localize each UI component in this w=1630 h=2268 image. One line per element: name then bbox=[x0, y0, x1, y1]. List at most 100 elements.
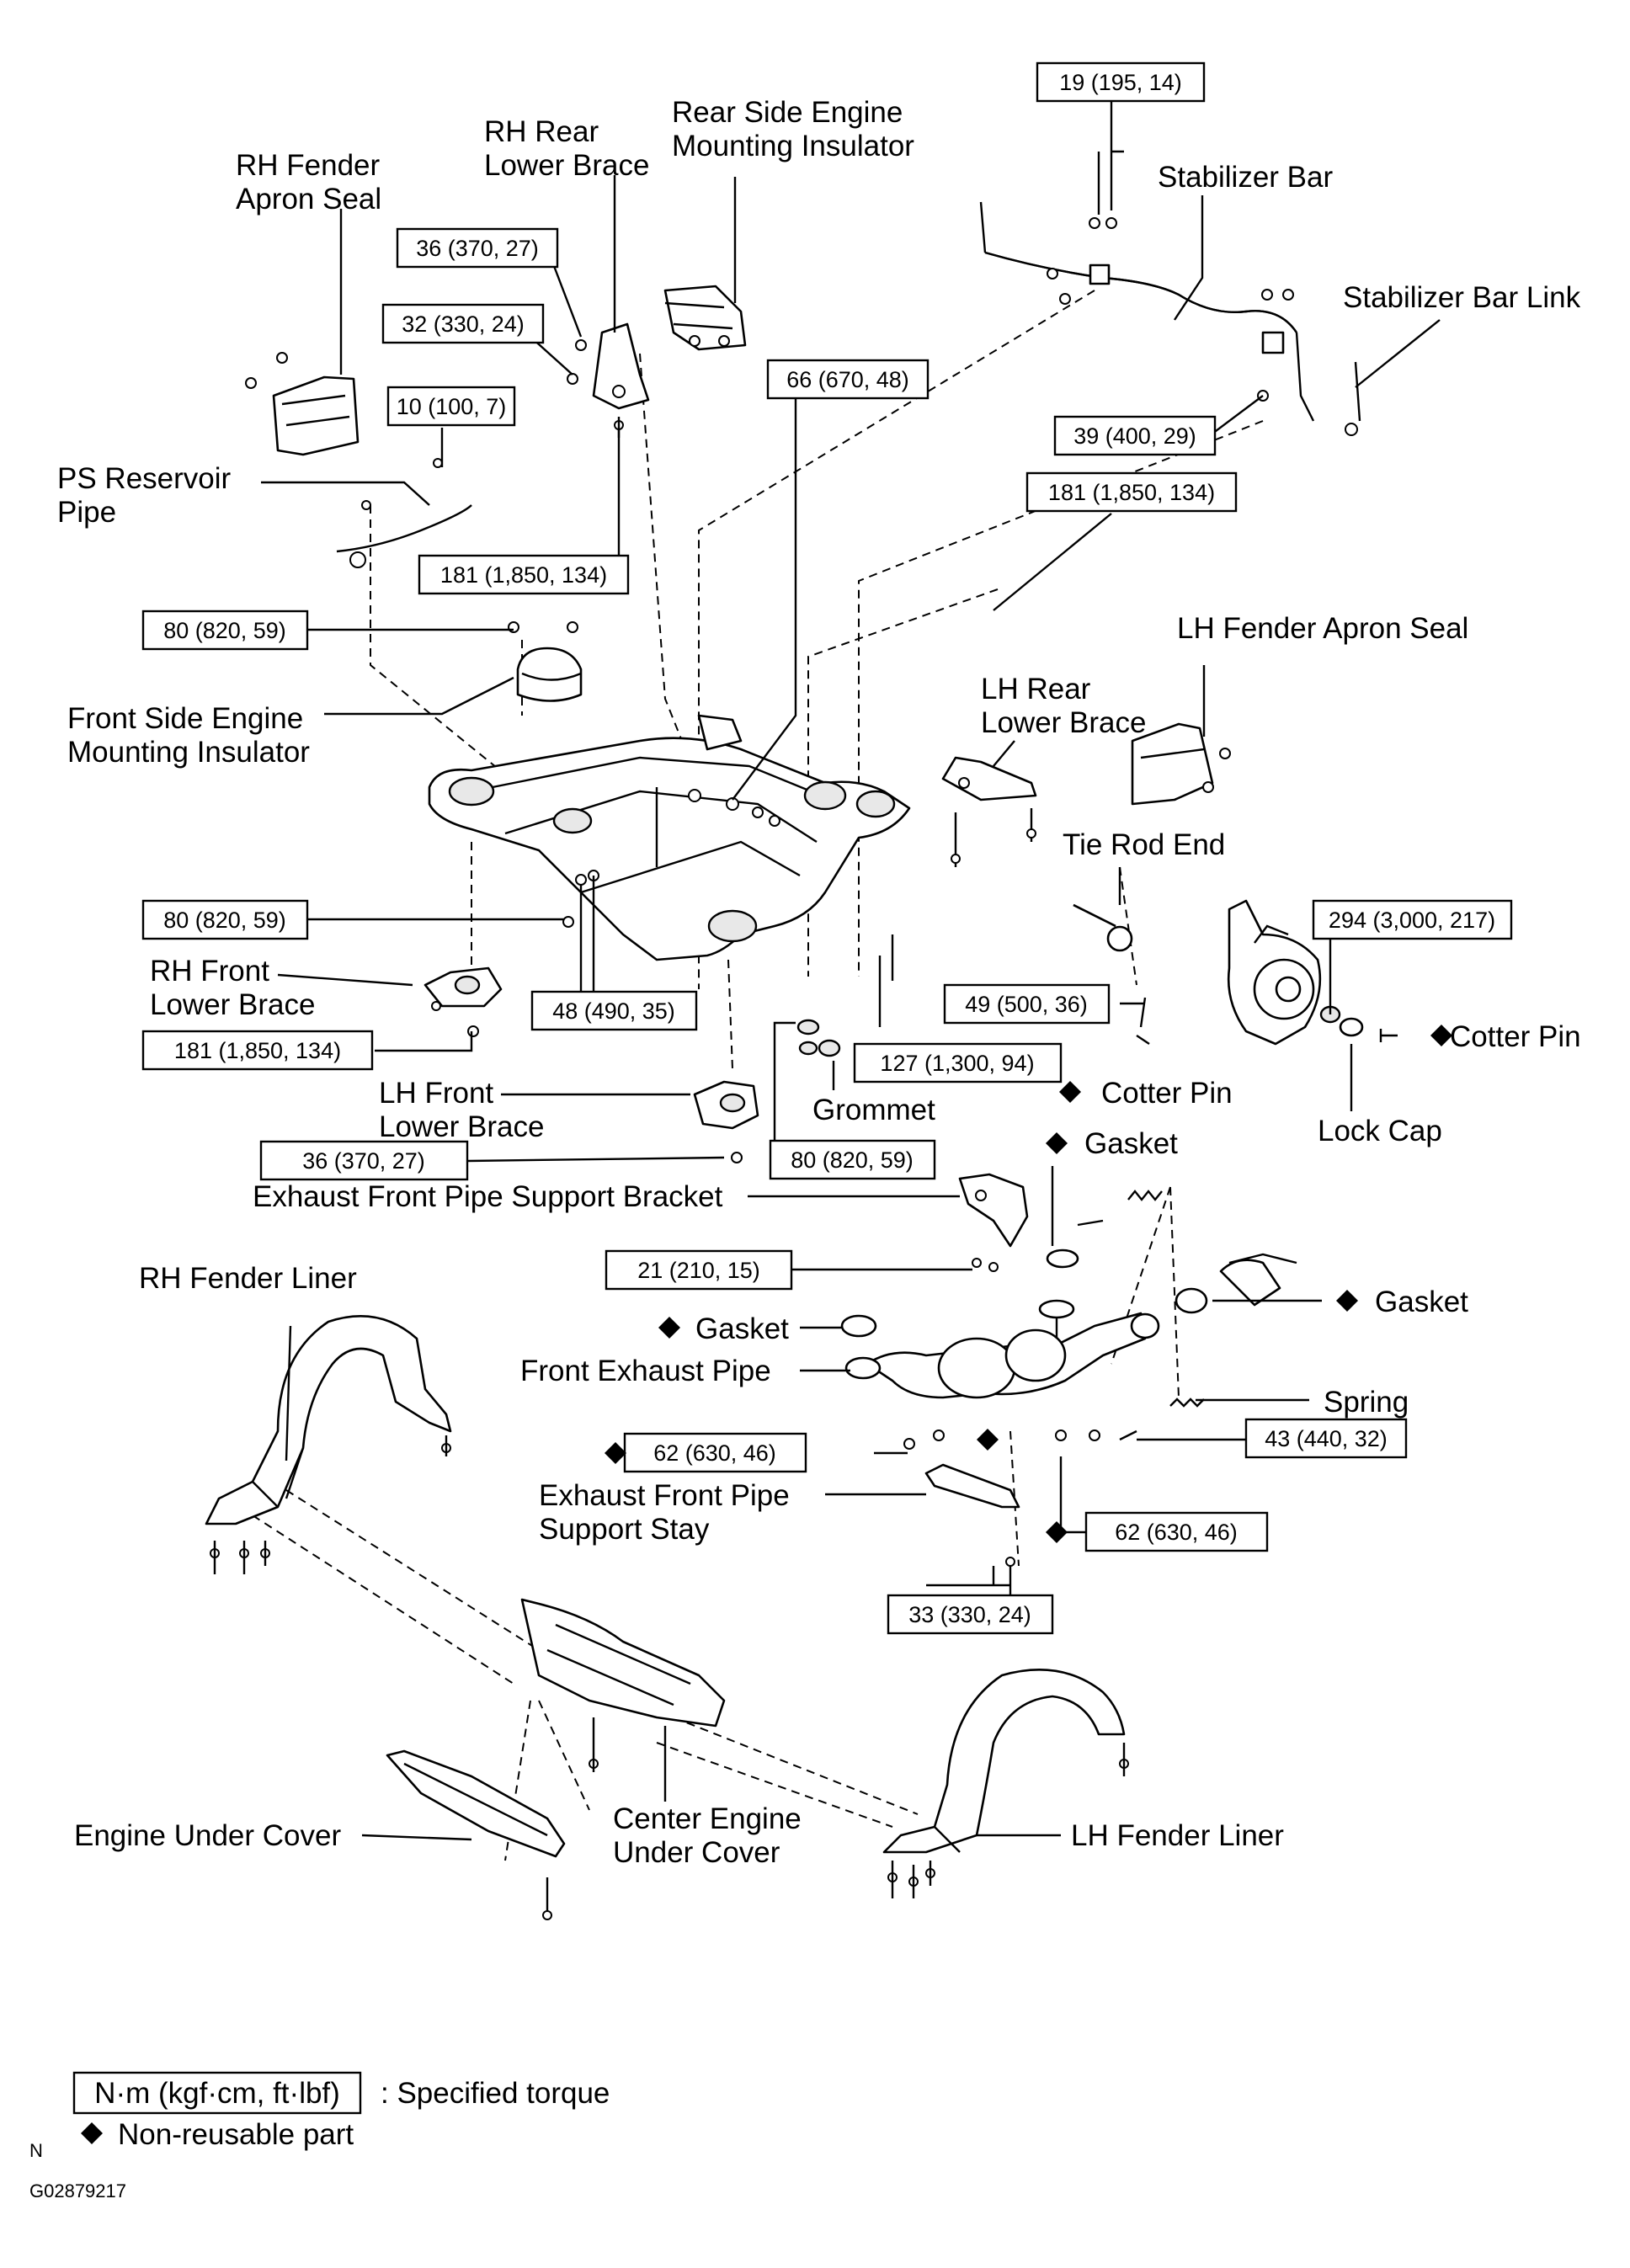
nonreusable-markers bbox=[81, 1025, 1452, 2144]
front-engine-mount-part bbox=[508, 621, 583, 702]
torque-box: 19 (195, 14) bbox=[1036, 61, 1206, 103]
assembly-guide-lines bbox=[252, 290, 1264, 1861]
exhaust-bracket-part bbox=[958, 1173, 1029, 1272]
torque-box: 80 (820, 59) bbox=[141, 899, 309, 940]
svg-text:32 (330, 24): 32 (330, 24) bbox=[402, 311, 525, 337]
torque-box: 181 (1,850, 134) bbox=[1025, 471, 1238, 513]
diamond-icon bbox=[81, 2122, 103, 2144]
spring-bolts-part bbox=[1055, 1190, 1205, 1441]
diamond-icon bbox=[1430, 1025, 1452, 1046]
svg-text:294 (3,000, 217): 294 (3,000, 217) bbox=[1329, 908, 1495, 933]
svg-text:62 (630, 46): 62 (630, 46) bbox=[1115, 1520, 1238, 1545]
torque-box: 127 (1,300, 94) bbox=[853, 1042, 1063, 1083]
svg-text:Apron Seal: Apron Seal bbox=[236, 183, 381, 216]
support-stay-part bbox=[903, 1429, 1020, 1567]
rear-engine-mount-part bbox=[663, 285, 747, 351]
svg-text:181 (1,850, 134): 181 (1,850, 134) bbox=[174, 1038, 341, 1063]
torque-box: 33 (330, 24) bbox=[887, 1594, 1054, 1635]
exhaust-gaskets-part bbox=[840, 1248, 1297, 1338]
legend-torque-unit: N·m (kgf·cm, ft·lbf) bbox=[94, 2077, 340, 2110]
label-grommet: Grommet bbox=[812, 1094, 935, 1126]
rh-front-lower-brace-part bbox=[423, 966, 503, 1037]
stabilizer-bar-part bbox=[979, 201, 1315, 422]
label-front-exhaust-pipe: Front Exhaust Pipe bbox=[520, 1355, 771, 1387]
svg-text:49 (500, 36): 49 (500, 36) bbox=[965, 992, 1088, 1017]
rh-rear-lower-brace-part bbox=[567, 322, 650, 438]
torque-box: 21 (210, 15) bbox=[605, 1249, 793, 1291]
torque-box: 36 (370, 27) bbox=[259, 1140, 469, 1181]
diamond-icon bbox=[977, 1429, 999, 1451]
svg-text:21 (210, 15): 21 (210, 15) bbox=[637, 1258, 760, 1283]
torque-box: 43 (440, 32) bbox=[1244, 1418, 1408, 1459]
torque-box: 36 (370, 27) bbox=[396, 227, 559, 269]
legend-torque-desc: : Specified torque bbox=[381, 2077, 610, 2110]
label-lock-cap: Lock Cap bbox=[1318, 1115, 1442, 1147]
label-rh-fender-liner: RH Fender Liner bbox=[139, 1262, 357, 1295]
torque-box: 39 (400, 29) bbox=[1053, 415, 1217, 456]
svg-text:43 (440, 32): 43 (440, 32) bbox=[1265, 1426, 1388, 1451]
ps-reservoir-pipe-part bbox=[336, 458, 472, 568]
svg-text:Lower Brace: Lower Brace bbox=[981, 706, 1146, 739]
torque-box: 294 (3,000, 217) bbox=[1312, 899, 1513, 940]
torque-box: 80 (820, 59) bbox=[141, 610, 309, 651]
svg-text:33 (330, 24): 33 (330, 24) bbox=[908, 1602, 1031, 1627]
svg-text:Lower Brace: Lower Brace bbox=[379, 1110, 544, 1143]
torque-box: 62 (630, 46) bbox=[623, 1432, 807, 1473]
svg-text:Mounting Insulator: Mounting Insulator bbox=[672, 130, 914, 162]
svg-text:36 (370, 27): 36 (370, 27) bbox=[302, 1148, 425, 1174]
label-front-engine-mount: Front Side Engine bbox=[67, 702, 303, 735]
label-stabilizer-bar: Stabilizer Bar bbox=[1158, 161, 1333, 194]
label-rh-front-lower-brace: RH Front bbox=[150, 955, 269, 988]
label-ps-reservoir-pipe: PS Reservoir bbox=[57, 462, 232, 495]
lh-fender-apron-seal-part bbox=[1131, 722, 1231, 806]
label-lh-fender-liner: LH Fender Liner bbox=[1071, 1819, 1284, 1852]
legend-nonreusable-desc: Non-reusable part bbox=[118, 2118, 354, 2151]
svg-text:Pipe: Pipe bbox=[57, 496, 116, 529]
svg-text:Under Cover: Under Cover bbox=[613, 1836, 780, 1869]
svg-text:127 (1,300, 94): 127 (1,300, 94) bbox=[880, 1051, 1034, 1076]
diamond-icon bbox=[658, 1317, 680, 1339]
diamond-icon bbox=[1046, 1521, 1068, 1543]
part-labels: RH Fender Apron Seal RH Rear Lower Brace… bbox=[57, 96, 1581, 1869]
lock-cap-part bbox=[1319, 1005, 1398, 1042]
tie-rod-end-part bbox=[1073, 903, 1150, 1045]
rh-fender-apron-seal-part bbox=[245, 352, 360, 456]
grommet-part bbox=[796, 1019, 841, 1057]
svg-text:39 (400, 29): 39 (400, 29) bbox=[1073, 423, 1196, 449]
torque-box: 10 (100, 7) bbox=[386, 386, 516, 427]
label-gasket-top: Gasket bbox=[1084, 1127, 1178, 1160]
label-engine-under-cover: Engine Under Cover bbox=[74, 1819, 341, 1852]
legend: N·m (kgf·cm, ft·lbf) : Specified torque … bbox=[29, 2071, 610, 2201]
label-spring: Spring bbox=[1324, 1386, 1409, 1419]
torque-box: 80 (820, 59) bbox=[769, 1139, 936, 1180]
corner-letter: N bbox=[29, 2140, 43, 2161]
label-cotter-pin-center: Cotter Pin bbox=[1101, 1077, 1233, 1110]
svg-text:Mounting Insulator: Mounting Insulator bbox=[67, 736, 310, 769]
label-center-under-cover: Center Engine bbox=[613, 1802, 802, 1835]
torque-box: 62 (630, 46) bbox=[1084, 1511, 1269, 1552]
svg-text:Support Stay: Support Stay bbox=[539, 1513, 710, 1546]
engine-under-cover-part bbox=[386, 1749, 566, 1920]
svg-text:36 (370, 27): 36 (370, 27) bbox=[416, 236, 539, 261]
torque-box: 181 (1,850, 134) bbox=[141, 1030, 374, 1071]
svg-text:10 (100, 7): 10 (100, 7) bbox=[397, 394, 507, 419]
svg-text:19 (195, 14): 19 (195, 14) bbox=[1059, 70, 1182, 95]
center-engine-under-cover-part bbox=[520, 1598, 726, 1772]
front-suspension-crossmember-part bbox=[428, 714, 911, 961]
diamond-icon bbox=[1046, 1132, 1068, 1154]
lh-rear-lower-brace-part bbox=[941, 756, 1037, 867]
torque-box: 66 (670, 48) bbox=[766, 359, 930, 400]
leader-lines bbox=[261, 101, 1441, 1841]
torque-box: 49 (500, 36) bbox=[943, 983, 1111, 1025]
lh-front-lower-brace-part bbox=[693, 1080, 759, 1163]
svg-text:48 (490, 35): 48 (490, 35) bbox=[552, 998, 675, 1024]
diamond-icon bbox=[1336, 1290, 1358, 1312]
svg-text:181 (1,850, 134): 181 (1,850, 134) bbox=[440, 562, 607, 588]
label-lh-front-lower-brace: LH Front bbox=[379, 1077, 493, 1110]
svg-text:80 (820, 59): 80 (820, 59) bbox=[791, 1147, 914, 1173]
label-gasket-left: Gasket bbox=[695, 1312, 789, 1345]
lh-fender-liner-part bbox=[882, 1669, 1129, 1898]
label-stabilizer-bar-link: Stabilizer Bar Link bbox=[1343, 281, 1581, 314]
svg-text:Lower Brace: Lower Brace bbox=[150, 988, 315, 1021]
